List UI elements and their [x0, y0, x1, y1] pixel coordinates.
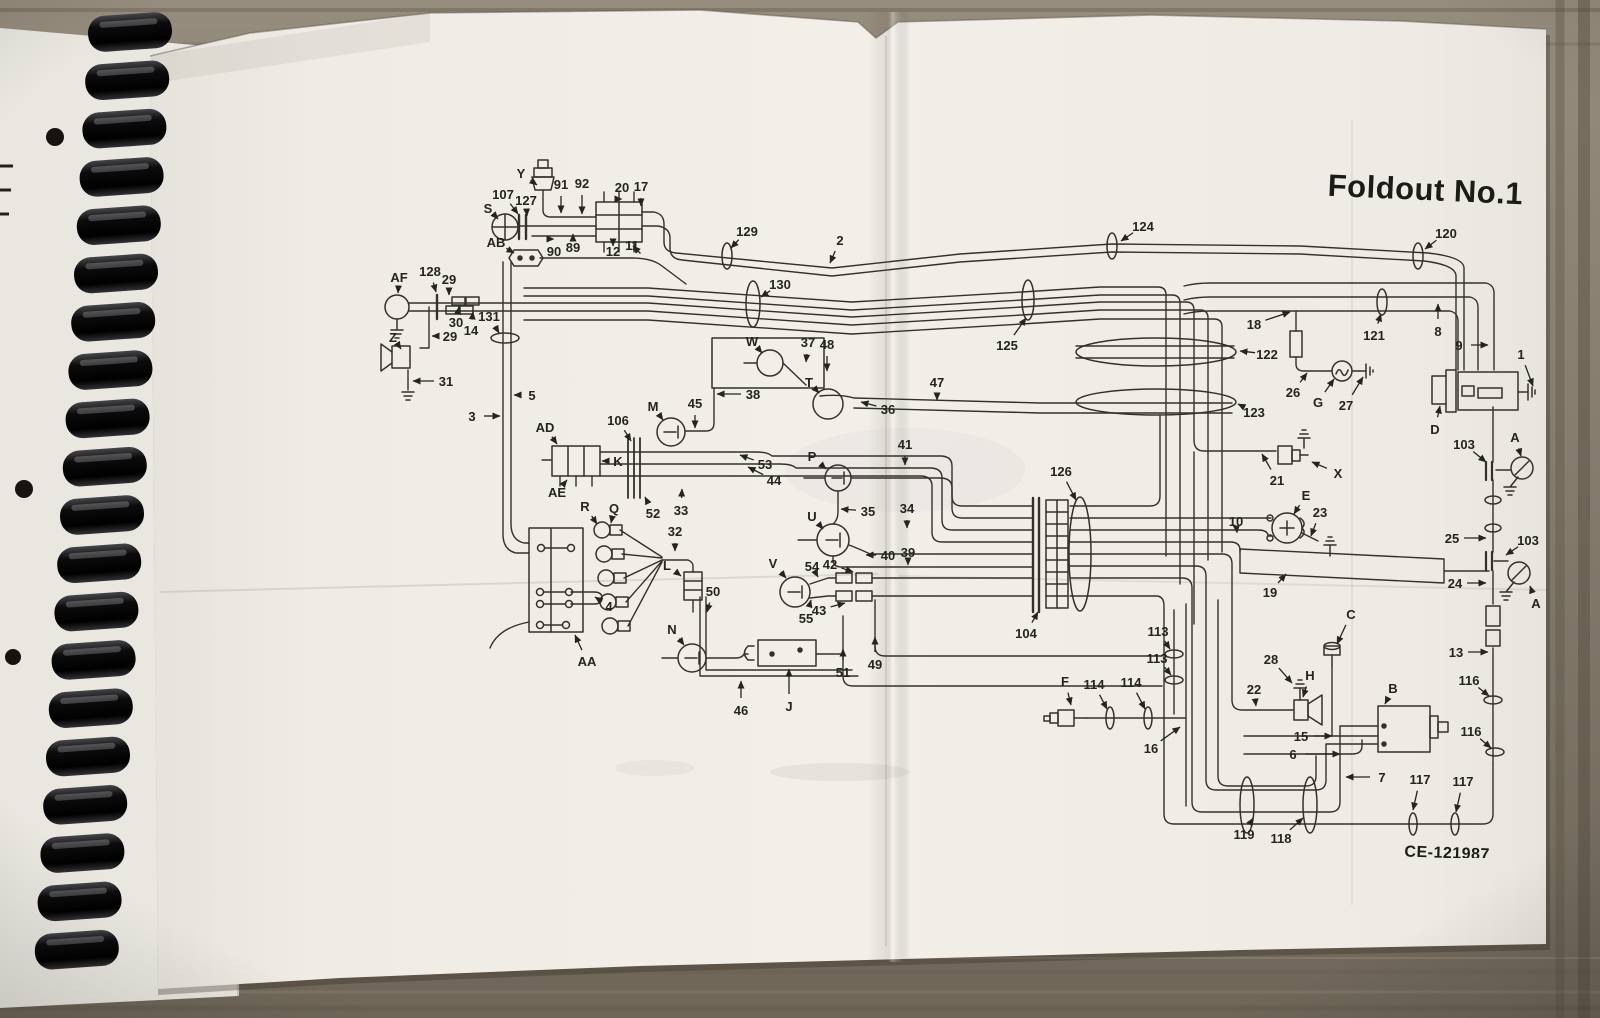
photo-vignette — [0, 0, 1600, 1018]
manual-photo: Y91922017107127SAB9089121112921301241201… — [0, 0, 1600, 1018]
photo-canvas: Y91922017107127SAB9089121112921301241201… — [0, 0, 1600, 1018]
